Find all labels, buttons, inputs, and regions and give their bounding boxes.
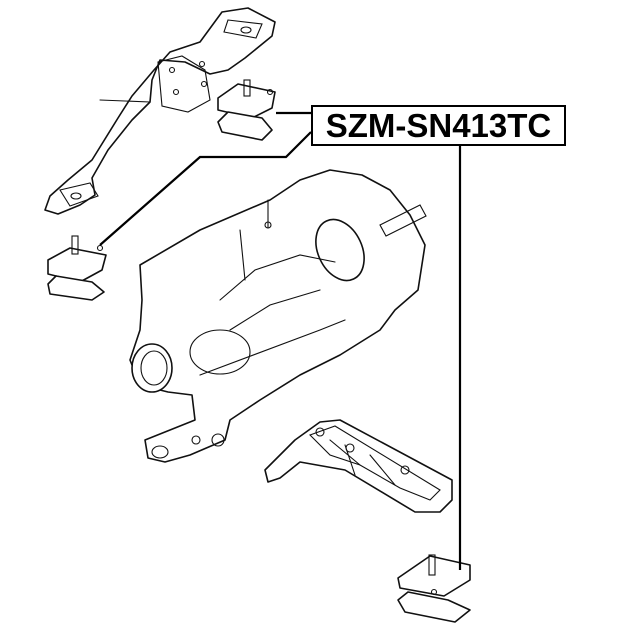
transmission-case [129, 169, 427, 463]
rear-bracket [264, 419, 453, 513]
mount-bottom [397, 554, 471, 623]
leader-lines [99, 111, 462, 570]
mount-lower-left [47, 235, 107, 301]
part-number-text: SZM-SN413TC [325, 107, 552, 144]
crossmember-beam [44, 7, 276, 215]
mount-upper [217, 79, 276, 141]
part-number-label: SZM-SN413TC [311, 105, 566, 146]
